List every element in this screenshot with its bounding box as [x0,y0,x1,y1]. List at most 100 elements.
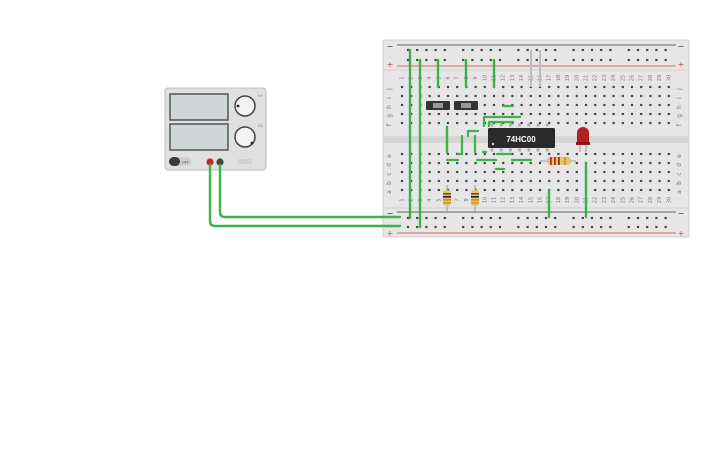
breadboard-hole[interactable] [483,94,486,98]
breadboard-hole[interactable] [520,94,523,98]
breadboard-hole[interactable] [492,170,496,174]
breadboard-hole[interactable] [400,112,404,116]
breadboard-hole[interactable] [658,112,661,116]
power-supply[interactable]: V+ CC OFF [164,87,267,171]
breadboard-hole[interactable] [480,225,483,229]
current-knob[interactable] [234,126,256,148]
breadboard-hole[interactable] [557,112,560,116]
breadboard-hole[interactable] [502,161,505,165]
breadboard-hole[interactable] [649,170,652,174]
breadboard-hole[interactable] [621,179,624,183]
breadboard-hole[interactable] [483,85,486,89]
breadboard-hole[interactable] [667,112,670,116]
breadboard-hole[interactable] [594,152,597,156]
breadboard-hole[interactable] [474,170,477,174]
breadboard-hole[interactable] [428,170,431,174]
breadboard-hole[interactable] [425,58,428,62]
breadboard-hole[interactable] [489,225,492,229]
breadboard-hole[interactable] [489,216,492,220]
breadboard-hole[interactable] [640,121,643,125]
breadboard-hole[interactable] [416,225,419,229]
breadboard-hole[interactable] [526,225,529,229]
resistor-led[interactable] [540,157,576,165]
breadboard-hole[interactable] [492,188,496,192]
breadboard-hole[interactable] [664,48,667,52]
breadboard-hole[interactable] [400,188,404,192]
breadboard-hole[interactable] [400,103,404,107]
breadboard-hole[interactable] [667,188,670,192]
breadboard-hole[interactable] [400,121,404,125]
breadboard-hole[interactable] [603,179,606,183]
breadboard-hole[interactable] [640,112,643,116]
breadboard-hole[interactable] [465,94,468,98]
breadboard-hole[interactable] [480,48,483,52]
breadboard-hole[interactable] [474,161,477,165]
breadboard-hole[interactable] [655,58,658,62]
breadboard-hole[interactable] [538,152,542,156]
breadboard-hole[interactable] [640,161,643,165]
vertical-wires[interactable] [408,48,588,229]
breadboard-hole[interactable] [498,225,502,229]
breadboard-hole[interactable] [483,103,486,107]
breadboard-hole[interactable] [630,152,634,156]
supply-wires[interactable] [208,163,402,228]
breadboard-hole[interactable] [566,170,569,174]
breadboard-hole[interactable] [437,121,440,125]
breadboard-hole[interactable] [667,121,670,125]
breadboard-hole[interactable] [621,112,624,116]
breadboard-hole[interactable] [456,179,459,183]
breadboard-hole[interactable] [511,161,514,165]
breadboard-hole[interactable] [471,216,474,220]
breadboard-hole[interactable] [446,161,450,165]
breadboard-hole[interactable] [410,94,413,98]
breadboard-hole[interactable] [474,112,477,116]
breadboard-hole[interactable] [590,225,594,229]
breadboard-hole[interactable] [443,58,446,62]
breadboard-hole[interactable] [548,85,551,89]
breadboard-hole[interactable] [664,216,667,220]
breadboard-hole[interactable] [548,152,551,156]
breadboard-hole[interactable] [667,161,670,165]
breadboard-hole[interactable] [609,225,612,229]
breadboard-hole[interactable] [566,152,569,156]
breadboard-hole[interactable] [480,216,483,220]
breadboard-hole[interactable] [667,94,670,98]
breadboard-hole[interactable] [627,225,630,229]
breadboard-hole[interactable] [581,48,584,52]
breadboard-hole[interactable] [640,103,643,107]
breadboard-hole[interactable] [630,179,634,183]
breadboard-hole[interactable] [410,161,413,165]
breadboard-hole[interactable] [584,103,588,107]
breadboard-hole[interactable] [538,112,542,116]
breadboard-hole[interactable] [575,85,578,89]
breadboard-hole[interactable] [667,152,670,156]
breadboard-hole[interactable] [667,179,670,183]
breadboard-hole[interactable] [646,225,649,229]
breadboard-hole[interactable] [502,94,505,98]
breadboard-hole[interactable] [636,48,640,52]
breadboard-hole[interactable] [535,58,538,62]
breadboard-hole[interactable] [627,58,630,62]
breadboard-hole[interactable] [630,85,634,89]
breadboard-hole[interactable] [548,121,551,125]
breadboard-hole[interactable] [612,170,615,174]
breadboard-hole[interactable] [575,179,578,183]
breadboard-hole[interactable] [600,216,603,220]
breadboard-hole[interactable] [630,94,634,98]
breadboard-hole[interactable] [636,225,640,229]
breadboard-hole[interactable] [446,121,450,125]
breadboard-hole[interactable] [630,161,634,165]
breadboard-hole[interactable] [474,179,477,183]
breadboard-hole[interactable] [538,170,542,174]
breadboard-hole[interactable] [498,48,502,52]
breadboard-hole[interactable] [658,188,661,192]
breadboard-hole[interactable] [502,112,505,116]
breadboard-hole[interactable] [630,112,634,116]
breadboard-hole[interactable] [649,188,652,192]
breadboard-hole[interactable] [538,179,542,183]
breadboard-hole[interactable] [492,161,496,165]
breadboard-hole[interactable] [649,103,652,107]
breadboard-hole[interactable] [612,152,615,156]
breadboard-hole[interactable] [434,48,437,52]
breadboard-hole[interactable] [520,188,523,192]
